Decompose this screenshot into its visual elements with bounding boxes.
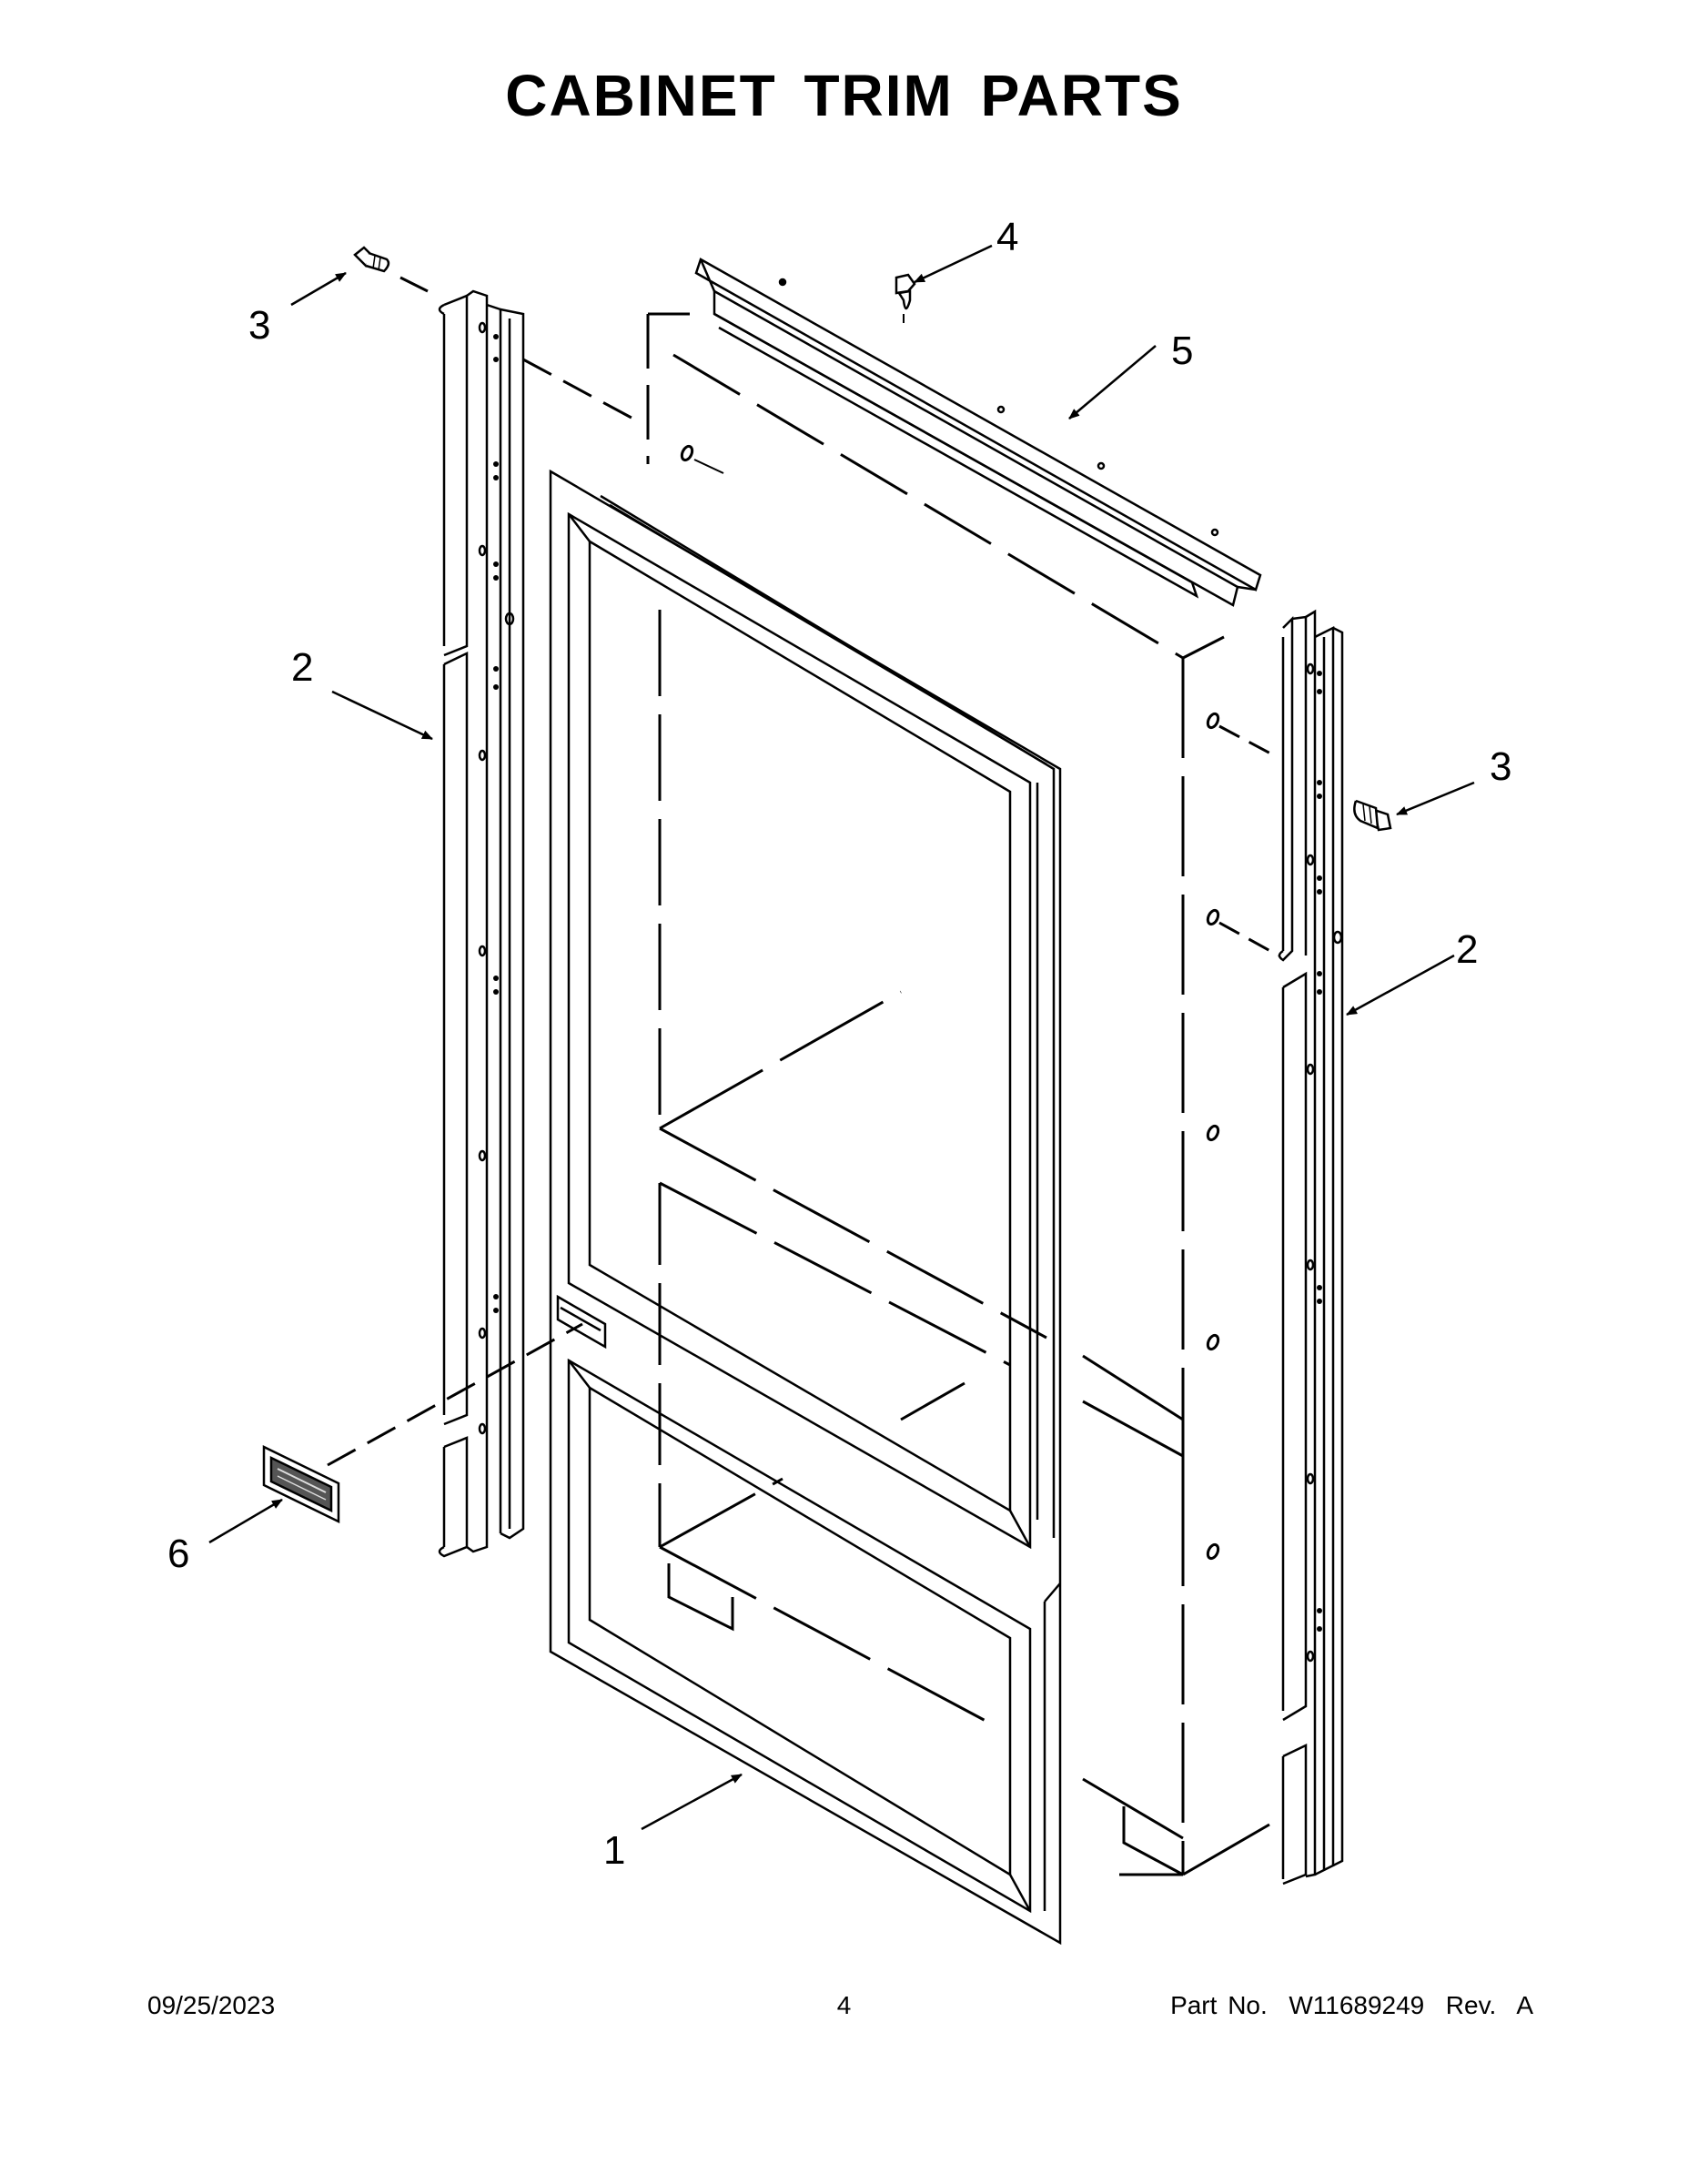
assembly-guide-lines — [327, 276, 642, 1467]
callout-leaders — [208, 244, 1475, 1831]
part-3-screw-right — [1353, 799, 1392, 832]
callout-3-right: 3 — [1490, 744, 1511, 789]
part-2-left-side-trim — [438, 289, 525, 1558]
part-4-screw-top — [895, 273, 916, 323]
footer-date: 09/25/2023 — [147, 1991, 276, 2019]
callout-3-left: 3 — [248, 303, 270, 348]
part-5-top-trim — [694, 258, 1262, 607]
footer-page-number: 4 — [836, 1991, 852, 2019]
part-2-right-side-trim — [1278, 609, 1344, 1886]
part-1-front-frame — [549, 469, 1062, 1946]
callout-2-left: 2 — [291, 645, 313, 690]
callout-5: 5 — [1171, 329, 1193, 373]
callout-4: 4 — [996, 215, 1018, 259]
part-6-badge — [262, 1444, 340, 1524]
callout-2-right: 2 — [1456, 927, 1478, 972]
callout-6: 6 — [167, 1532, 189, 1576]
callout-1: 1 — [603, 1828, 625, 1873]
cabinet-outline — [646, 312, 1279, 1876]
page-title: CABINET TRIM PARTS — [505, 63, 1183, 128]
part-3-screw-left — [353, 246, 390, 273]
footer-part-number: Part No. W11689249 Rev. A — [1170, 1991, 1533, 2019]
